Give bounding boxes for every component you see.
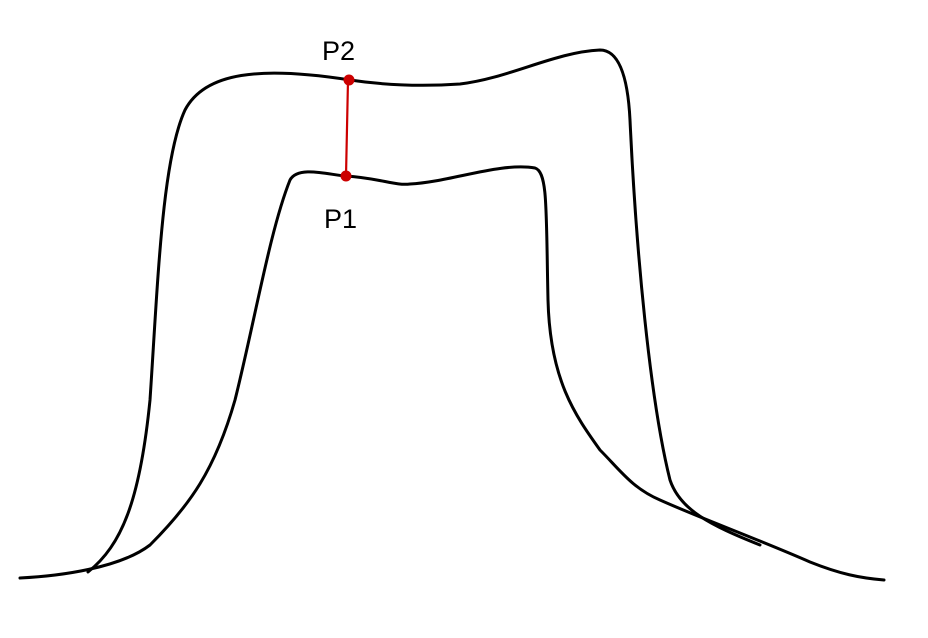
p1-label: P1 xyxy=(324,204,357,234)
p1-p2-connector xyxy=(344,78,350,178)
outer-profile-curve xyxy=(86,48,762,574)
inner-profile-curve xyxy=(18,165,886,582)
p2-label: P2 xyxy=(322,36,355,66)
p2-marker xyxy=(343,74,355,86)
p1-marker xyxy=(340,170,352,182)
